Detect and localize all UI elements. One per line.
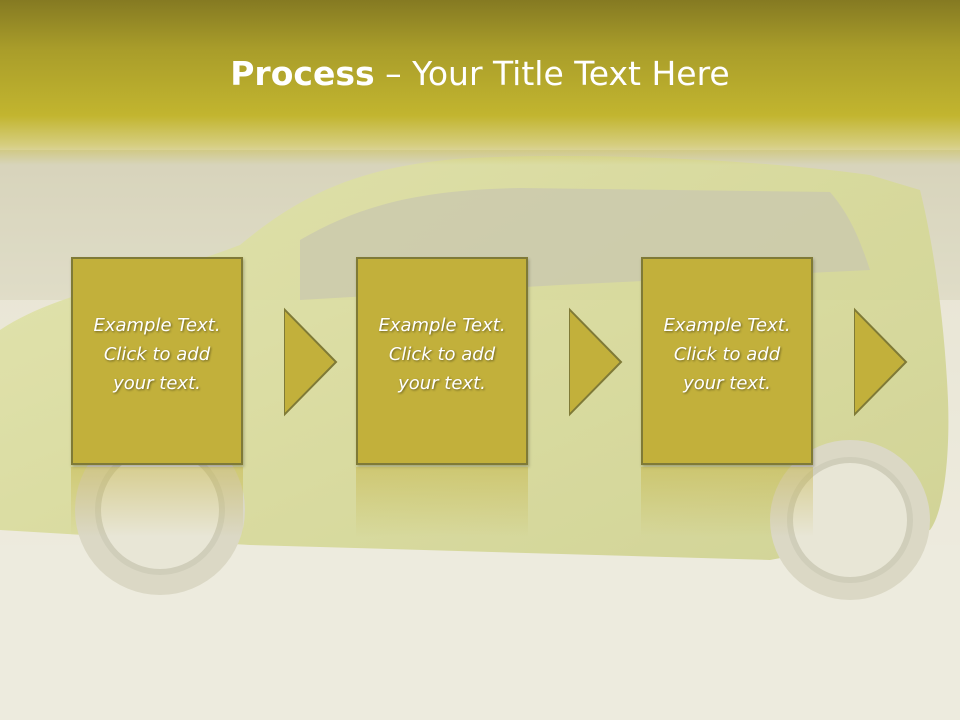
process-step-2-reflection	[356, 467, 528, 537]
right-arrow-icon	[569, 307, 623, 417]
process-step-2-text[interactable]: Example Text. Click to add your text.	[378, 315, 506, 394]
process-step-3-reflection	[641, 467, 813, 537]
title-band	[0, 0, 960, 165]
title-bold-word: Process	[230, 54, 375, 93]
title-rest: – Your Title Text Here	[374, 54, 730, 93]
right-arrow-icon	[854, 307, 908, 417]
process-step-1-text[interactable]: Example Text. Click to add your text.	[93, 315, 221, 394]
process-step-3[interactable]: Example Text. Click to add your text.	[641, 257, 813, 465]
right-arrow-icon	[284, 307, 338, 417]
slide-title[interactable]: Process – Your Title Text Here	[0, 52, 960, 96]
process-step-2[interactable]: Example Text. Click to add your text.	[356, 257, 528, 465]
process-step-1-reflection	[71, 467, 243, 537]
process-step-3-text[interactable]: Example Text. Click to add your text.	[663, 315, 791, 394]
process-step-1[interactable]: Example Text. Click to add your text.	[71, 257, 243, 465]
